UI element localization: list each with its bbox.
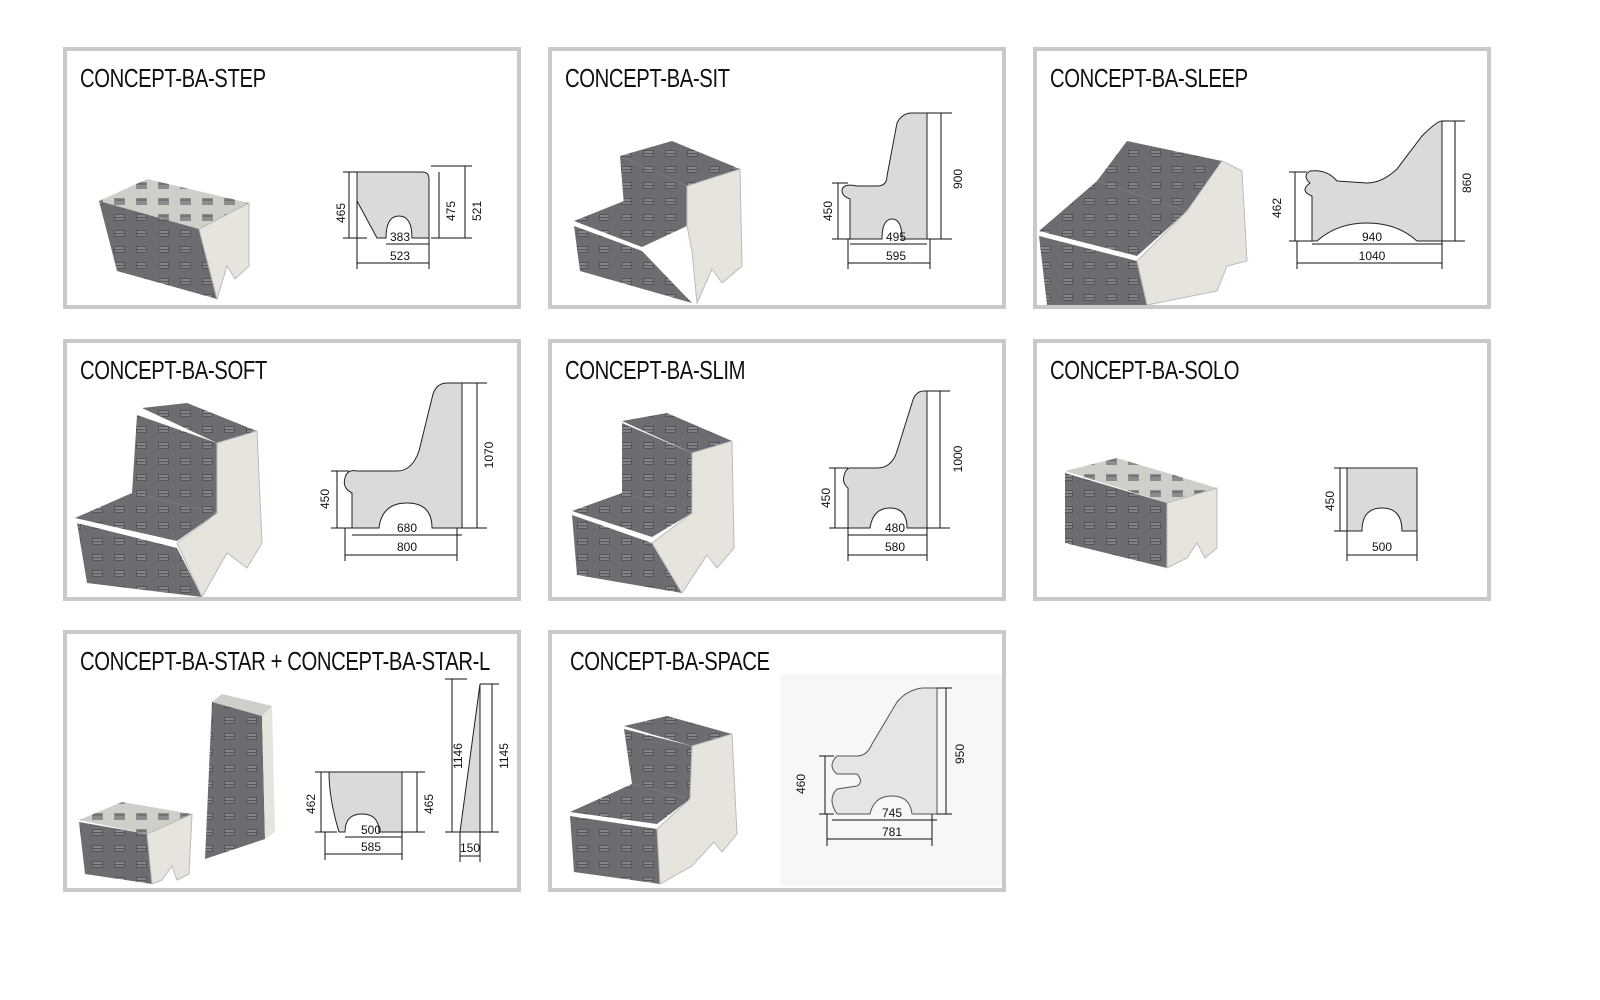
sit-illustration: 450 900 495 595 <box>574 112 965 305</box>
svg-text:450: 450 <box>1323 491 1337 511</box>
svg-text:680: 680 <box>397 521 417 535</box>
svg-text:462: 462 <box>1270 198 1284 218</box>
svg-text:950: 950 <box>953 744 967 764</box>
solo-profile-drawing: 450 500 <box>1323 467 1418 561</box>
svg-text:940: 940 <box>1362 230 1382 244</box>
svg-text:500: 500 <box>361 823 381 837</box>
star-profile-drawing: 462 465 500 585 1146 1145 150 <box>304 678 511 862</box>
svg-text:745: 745 <box>882 806 902 820</box>
svg-text:585: 585 <box>361 840 381 854</box>
sit-render <box>574 141 743 305</box>
space-profile-drawing: 460 950 745 781 <box>794 687 967 846</box>
space-illustration: 460 950 745 781 <box>570 674 1002 886</box>
product-title: CONCEPT-BA-SPACE <box>570 646 770 676</box>
svg-text:450: 450 <box>318 489 332 509</box>
svg-text:465: 465 <box>334 203 348 223</box>
product-title: CONCEPT-BA-STAR + CONCEPT-BA-STAR-L <box>80 646 490 676</box>
product-title: CONCEPT-BA-SOFT <box>80 355 267 385</box>
product-title: CONCEPT-BA-SLEEP <box>1050 63 1248 93</box>
soft-render <box>75 403 263 597</box>
sleep-illustration: 462 860 940 1040 <box>1039 120 1474 305</box>
step-render <box>99 179 250 301</box>
product-card-soft: CONCEPT-BA-SOFT 450 1070 680 800 <box>63 339 521 601</box>
svg-text:475: 475 <box>444 201 458 221</box>
sleep-render <box>1039 141 1248 305</box>
sit-profile-drawing: 450 900 495 595 <box>821 112 965 269</box>
star-render <box>79 694 275 885</box>
product-title: CONCEPT-BA-SOLO <box>1050 355 1240 385</box>
svg-text:523: 523 <box>390 249 410 263</box>
svg-text:450: 450 <box>821 201 835 221</box>
svg-text:1040: 1040 <box>1359 249 1386 263</box>
svg-text:495: 495 <box>886 230 906 244</box>
svg-text:450: 450 <box>819 488 833 508</box>
svg-text:500: 500 <box>1372 540 1392 554</box>
svg-text:150: 150 <box>460 841 480 855</box>
svg-text:460: 460 <box>794 774 808 794</box>
product-card-step: CONCEPT-BA-STEP 465 475 521 383 523 <box>63 47 521 309</box>
slim-illustration: 450 1000 480 580 <box>572 390 965 594</box>
product-card-sit: CONCEPT-BA-SIT 450 900 495 595 <box>548 47 1006 309</box>
svg-text:1000: 1000 <box>951 445 965 472</box>
product-card-solo: CONCEPT-BA-SOLO 450 500 <box>1033 339 1491 601</box>
product-card-star: CONCEPT-BA-STAR + CONCEPT-BA-STAR-L 462 … <box>63 630 521 892</box>
step-profile-drawing: 465 475 521 383 523 <box>334 165 484 269</box>
svg-text:595: 595 <box>886 249 906 263</box>
solo-illustration: 450 500 <box>1065 458 1418 569</box>
svg-text:860: 860 <box>1460 173 1474 193</box>
star-illustration: 462 465 500 585 1146 1145 150 <box>79 678 511 885</box>
space-render <box>570 716 738 885</box>
product-card-space: CONCEPT-BA-SPACE 460 950 745 781 <box>548 630 1006 892</box>
slim-profile-drawing: 450 1000 480 580 <box>819 390 965 561</box>
svg-text:900: 900 <box>951 169 965 189</box>
soft-profile-drawing: 450 1070 680 800 <box>318 382 496 561</box>
svg-text:580: 580 <box>885 540 905 554</box>
svg-text:1146: 1146 <box>451 743 465 769</box>
svg-text:781: 781 <box>882 825 902 839</box>
svg-text:1145: 1145 <box>497 743 511 769</box>
sleep-profile-drawing: 462 860 940 1040 <box>1270 120 1474 269</box>
product-card-sleep: CONCEPT-BA-SLEEP 462 860 940 1040 <box>1033 47 1491 309</box>
soft-illustration: 450 1070 680 800 <box>75 382 496 597</box>
product-title: CONCEPT-BA-SLIM <box>565 355 746 385</box>
product-title: CONCEPT-BA-STEP <box>80 63 266 93</box>
svg-text:465: 465 <box>422 794 436 814</box>
svg-text:462: 462 <box>304 794 318 814</box>
svg-text:1070: 1070 <box>482 441 496 468</box>
svg-text:800: 800 <box>397 540 417 554</box>
svg-text:383: 383 <box>390 230 410 244</box>
product-card-slim: CONCEPT-BA-SLIM 450 1000 480 580 <box>548 339 1006 601</box>
product-title: CONCEPT-BA-SIT <box>565 63 730 93</box>
slim-render <box>572 413 735 594</box>
solo-render <box>1065 458 1218 569</box>
svg-text:480: 480 <box>885 521 905 535</box>
step-illustration: 465 475 521 383 523 <box>99 165 484 301</box>
svg-text:521: 521 <box>470 201 484 221</box>
